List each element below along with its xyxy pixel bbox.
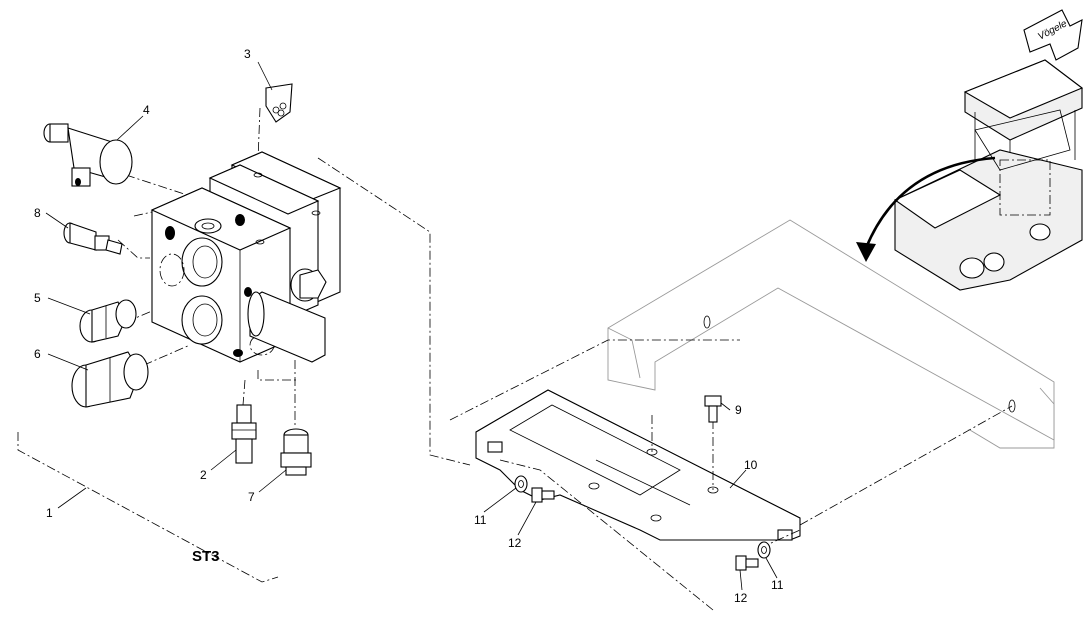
- part-bolt-12a: [531, 487, 555, 503]
- callout-11a: 11: [474, 513, 487, 527]
- callout-labels: 1 2 3 4 5 6 7 8 9 10 11 11 12 12: [34, 47, 784, 605]
- part-connector-2: [231, 404, 257, 464]
- part-washer-11a: [514, 475, 528, 493]
- part-pressure-switch-8: [63, 222, 123, 255]
- callout-12a: 12: [508, 536, 522, 550]
- part-tag-3: [265, 83, 293, 123]
- callout-1: 1: [46, 506, 53, 520]
- callout-4: 4: [143, 103, 150, 117]
- callout-10: 10: [744, 458, 758, 472]
- part-fitting-5: [79, 299, 137, 343]
- callout-8: 8: [34, 206, 41, 220]
- callout-3: 3: [244, 47, 251, 61]
- part-bolt-9: [704, 395, 722, 423]
- part-test-fitting-7: [280, 428, 312, 476]
- callout-9: 9: [735, 403, 742, 417]
- valve-block: [150, 151, 342, 363]
- part-bolt-12b: [735, 555, 759, 571]
- assembly-label: ST3: [192, 548, 220, 565]
- callout-5: 5: [34, 291, 41, 305]
- callout-6: 6: [34, 347, 41, 361]
- callout-7: 7: [248, 490, 255, 504]
- callout-11b: 11: [771, 578, 784, 592]
- part-solenoid-4: [43, 123, 133, 187]
- callout-12b: 12: [734, 591, 748, 605]
- paver-location-view: [856, 59, 1084, 291]
- mounting-plate-10: [475, 389, 801, 541]
- part-fitting-6: [71, 351, 149, 408]
- callout-2: 2: [200, 468, 207, 482]
- callout-leaders: [45, 61, 778, 591]
- frame-profile: [607, 219, 1055, 449]
- assembly-outline: [17, 157, 471, 583]
- part-washer-11b: [757, 541, 771, 559]
- vogele-direction-logo: Vögele: [1023, 9, 1083, 61]
